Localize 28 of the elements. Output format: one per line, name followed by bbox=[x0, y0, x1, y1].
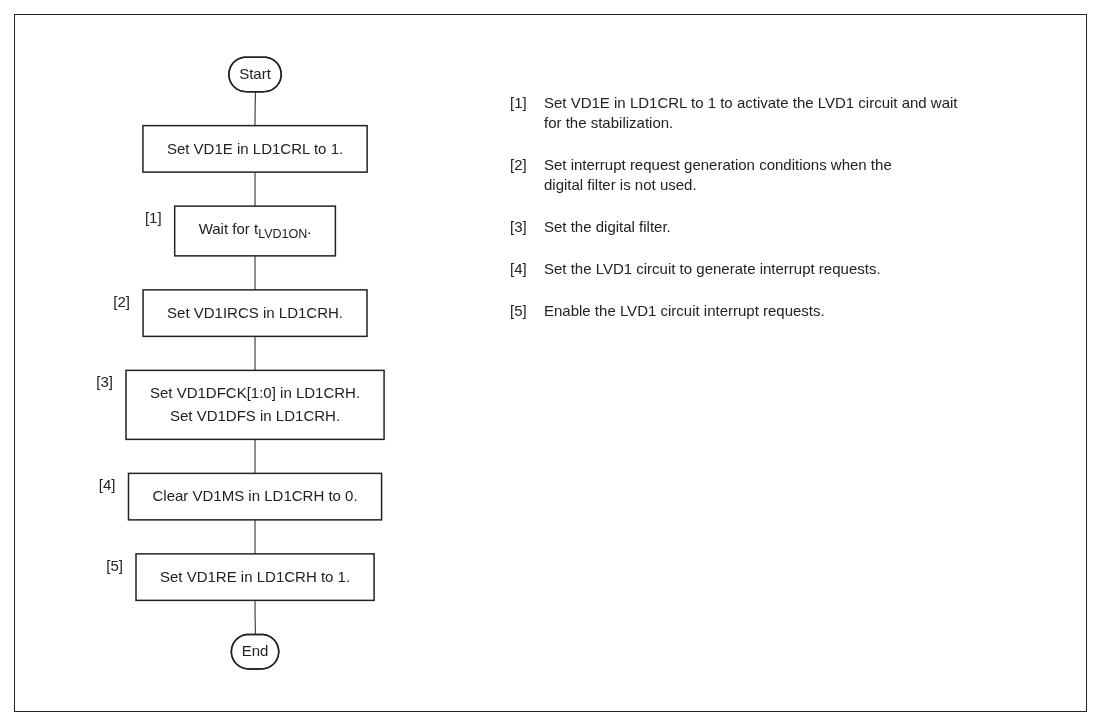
connector-line bbox=[254, 171, 256, 207]
connector-line bbox=[254, 335, 256, 371]
note-text: Set VD1E in LD1CRL to 1 to activate the LVD1 circuit and wait for the stabilization. bbox=[544, 93, 959, 133]
process-box: Set VD1RE in LD1CRH to 1. bbox=[135, 553, 375, 602]
process-box: Set VD1E in LD1CRL to 1. bbox=[142, 124, 368, 173]
step-number: [1] bbox=[144, 209, 162, 228]
process-box: Clear VD1MS in LD1CRH to 0. bbox=[127, 472, 383, 521]
note-text: Set the digital filter. bbox=[544, 217, 672, 237]
terminal-shape: End bbox=[230, 633, 280, 670]
connector-line bbox=[254, 519, 256, 555]
connector-line bbox=[254, 599, 257, 636]
note-number: [3] bbox=[510, 217, 528, 237]
terminal-shape: Start bbox=[228, 56, 282, 93]
connector-line bbox=[254, 255, 256, 291]
note-text: Enable the LVD1 circuit interrupt requests. bbox=[544, 301, 826, 321]
connector-line bbox=[254, 91, 257, 127]
step-number: [4] bbox=[98, 476, 116, 495]
note-text: Set interrupt request generation conditions when the digital filter is not used. bbox=[544, 155, 893, 195]
step-number: [3] bbox=[96, 373, 113, 392]
note-text: Set the LVD1 circuit to generate interrupt requests. bbox=[544, 259, 882, 279]
process-box: Set VD1IRCS in LD1CRH. bbox=[142, 289, 368, 338]
process-box: Wait for t$_{LVD1ON}$. bbox=[173, 205, 337, 257]
connector-line bbox=[254, 438, 256, 474]
note-number: [2] bbox=[510, 155, 528, 175]
note-number: [4] bbox=[510, 259, 528, 279]
note-number: [5] bbox=[510, 301, 528, 321]
note-number: [1] bbox=[510, 93, 528, 113]
process-box: Set VD1DFCK[1:0] in LD1CRH. Set VD1DFS in LD1CRH. bbox=[125, 369, 385, 441]
